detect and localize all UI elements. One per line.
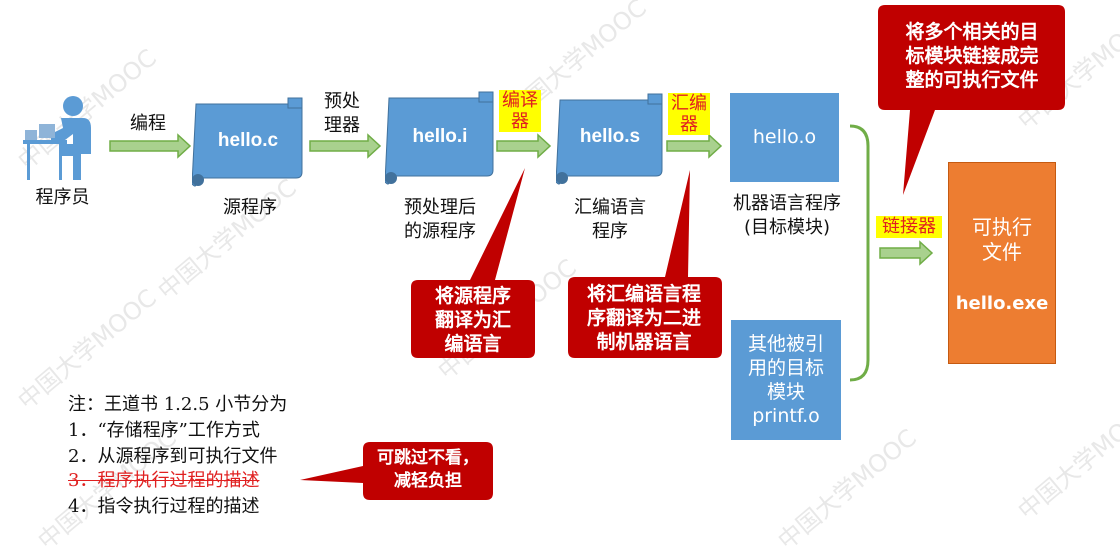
file-assembly-name: hello.s — [579, 126, 641, 147]
callout-shape-skip — [300, 442, 493, 500]
file-assembly-caption: 汇编语言 程序 — [574, 197, 646, 242]
file-executable-name: hello.exe — [955, 293, 1049, 314]
note-item-3: 3．程序执行过程的描述 — [68, 470, 260, 491]
file-preprocessed: hello.i — [385, 88, 495, 188]
file-preprocessed-name: hello.i — [412, 126, 468, 147]
linker-bracket — [849, 124, 870, 382]
file-other-objects: 其他被引 用的目标 模块 printf.o — [731, 320, 841, 440]
file-executable-title: 可执行 文件 — [972, 215, 1032, 264]
flow-connectors — [109, 5, 1065, 500]
callout-linker: 将多个相关的目 标模块链接成完 整的可执行文件 — [905, 21, 1039, 91]
callout-compiler: 将源程序 翻译为汇 编语言 — [434, 285, 511, 355]
file-source: hello.c — [192, 94, 304, 189]
arrow-source-to-preprocessed — [309, 133, 382, 159]
edge-label-compiler: 编译 器 — [499, 90, 541, 132]
file-executable: 可执行 文件 hello.exe — [948, 162, 1056, 364]
arrow-linker-to-exe — [879, 240, 934, 266]
note-item-1: 1．“存储程序”工作方式 — [68, 420, 260, 441]
file-object: hello.o — [730, 93, 839, 182]
arrow-assembly-to-object — [666, 133, 723, 159]
arrow-preprocessed-to-assembly — [496, 133, 552, 159]
note-item-2: 2．从源程序到可执行文件 — [68, 446, 278, 467]
programmer-icon — [23, 96, 91, 180]
edge-label-assembler: 汇编 器 — [668, 93, 710, 135]
file-source-caption: 源程序 — [223, 197, 277, 218]
callout-shape-linker — [878, 5, 1065, 195]
edge-label-compile: 编程 — [130, 113, 166, 134]
callout-assembler: 将汇编语言程 序翻译为二进 制机器语言 — [586, 283, 701, 353]
callout-shape-assembler — [568, 170, 722, 358]
file-assembly: hello.s — [556, 90, 664, 188]
file-object-name: hello.o — [752, 126, 817, 148]
callout-shape-compiler — [411, 168, 535, 358]
note-title: 注：王道书 1.2.5 小节分为 — [68, 394, 288, 415]
arrow-programmer-to-source — [109, 133, 192, 159]
file-object-caption: 机器语言程序 (目标模块) — [733, 193, 841, 238]
programmer-label: 程序员 — [35, 187, 90, 208]
edge-label-linker: 链接器 — [876, 216, 942, 238]
file-preprocessed-caption: 预处理后 的源程序 — [404, 197, 476, 242]
edge-label-preprocess: 预处 理器 — [324, 91, 360, 136]
file-other-objects-text: 其他被引 用的目标 模块 printf.o — [747, 333, 824, 427]
callout-skip: 可跳过不看， 减轻负担 — [377, 448, 479, 491]
note-item-4: 4．指令执行过程的描述 — [68, 496, 260, 517]
file-source-name: hello.c — [217, 130, 279, 151]
